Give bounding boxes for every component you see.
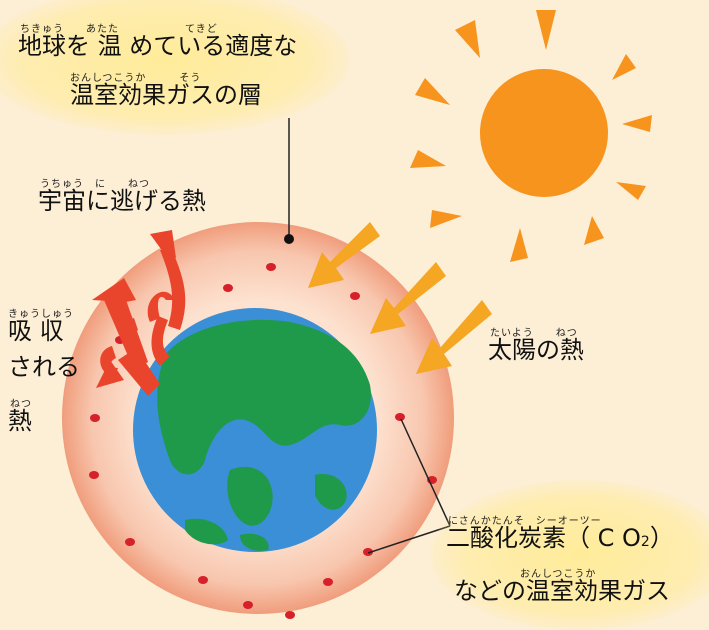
sun-icon [410, 10, 652, 262]
sun-ray [536, 10, 556, 50]
earth-icon [133, 308, 377, 552]
solar-arrow [416, 300, 492, 374]
ruby-text: ねつ [10, 399, 32, 410]
absorbed-heat-label-2: される [8, 353, 80, 381]
greenhouse-layer-label-line2: 温室効果ガスの層 [70, 81, 262, 109]
greenhouse-layer-label-line1: 地球を 温 めている適度な [18, 32, 298, 60]
sun-ray [410, 150, 446, 168]
co2-subscript: 2 [640, 534, 650, 550]
label-halo [430, 480, 709, 630]
solar-arrow [308, 222, 380, 288]
ruby-text: にさんかたんそ シーオーツー [448, 516, 602, 527]
sun-ray [510, 228, 528, 262]
sun-ray [616, 182, 646, 200]
arrow-head [92, 278, 136, 302]
absorbed-heat-label-1: 吸 収 [8, 317, 64, 345]
sun-ray [612, 54, 636, 80]
ruby-text: たいよう ねつ [490, 328, 578, 339]
ruby-text: おんしつこうか [520, 569, 597, 580]
solar-heat-arrows [308, 222, 492, 374]
co2-label: 二酸化炭素（ C O2） [446, 523, 674, 557]
solar-heat-label: 太陽の熱 [488, 336, 584, 364]
greenhouse-gas-dots [89, 263, 437, 619]
escape-heat-label: 宇宙に逃げる熱 [38, 187, 206, 215]
ruby-text: ちきゅう あたた てきど [20, 24, 218, 35]
co2-text: 二酸化炭素（ C O [446, 524, 641, 552]
greenhouse-gas-label: などの温室効果ガス [454, 577, 670, 605]
sun-ray [584, 216, 604, 245]
arrow-head [96, 360, 124, 388]
absorbed-heat-label-3: 熱 [8, 407, 32, 435]
leader-lines [288, 118, 451, 554]
sun-ray [455, 20, 480, 58]
escape-arrow [118, 348, 160, 396]
escape-heat-arrows [92, 230, 186, 396]
leader-dot [284, 234, 294, 244]
co2-close: ） [649, 524, 674, 552]
sun-ray [415, 78, 450, 105]
ruby-text: おんしつこうか そう [70, 73, 202, 84]
label-halo [0, 0, 350, 135]
sun-ray [622, 115, 652, 132]
sun-ray [430, 210, 462, 228]
solar-arrow [370, 262, 446, 334]
ruby-text: きゅうしゅう [8, 309, 74, 320]
ruby-text: うちゅう に ねつ [40, 179, 150, 190]
